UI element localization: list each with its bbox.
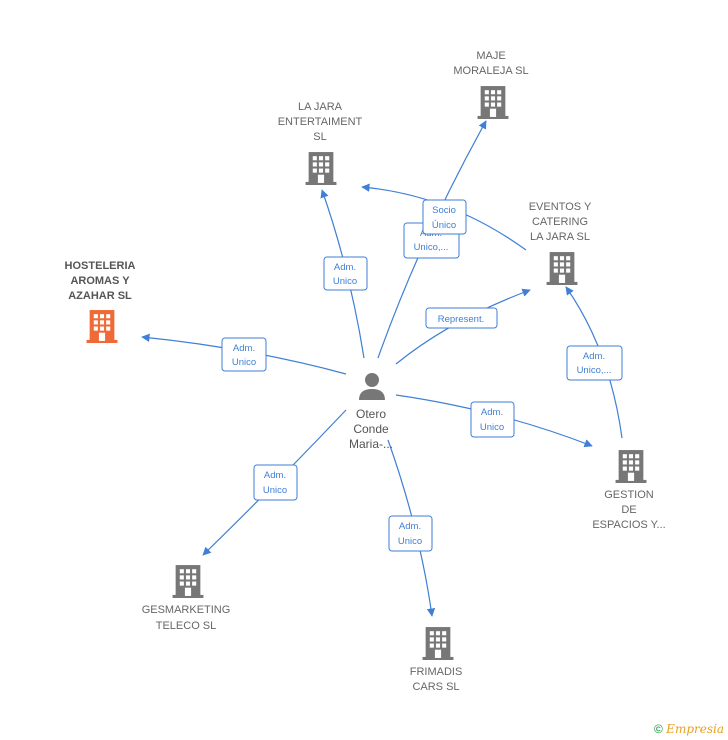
- company-name-line: SL: [313, 131, 326, 143]
- edge-label-line: Unico: [398, 536, 422, 547]
- company-node-lajara[interactable]: LA JARA ENTERTAIMENT SL: [278, 101, 363, 185]
- company-name-line: CARS SL: [412, 681, 459, 693]
- company-name-line: CATERING: [532, 216, 588, 228]
- edge-label-line: Adm.: [233, 343, 255, 354]
- edge-label-line: Adm.: [264, 470, 286, 481]
- company-name-line: ENTERTAIMENT: [278, 116, 363, 128]
- edges: [141, 120, 623, 617]
- edge-label-line: Represent.: [438, 314, 484, 325]
- copyright-icon: ©: [653, 722, 663, 736]
- brand-logo[interactable]: Empresia: [666, 722, 724, 736]
- company-name-line: FRIMADIS: [410, 666, 463, 678]
- edge-label-line: Único: [432, 220, 456, 231]
- edge-label-lajara[interactable]: Adm. Unico: [323, 256, 368, 291]
- company-node-gesmarketing[interactable]: GESMARKETING TELECO SL: [142, 565, 231, 632]
- brand-initial: E: [666, 722, 675, 736]
- company-name-line: ESPACIOS Y...: [592, 519, 665, 531]
- building-icon: [477, 86, 509, 119]
- company-node-frimadis[interactable]: FRIMADIS CARS SL: [410, 627, 463, 693]
- person-icon: [359, 373, 385, 400]
- building-icon: [546, 252, 578, 285]
- company-name-line: AROMAS Y: [70, 275, 130, 287]
- edge-label-line: Unico,...: [577, 365, 612, 376]
- building-icon: [422, 627, 454, 660]
- building-icon: [615, 450, 647, 483]
- company-name-line: HOSTELERIA: [65, 260, 136, 272]
- company-name-line: LA JARA SL: [530, 231, 590, 243]
- edge-label-line: Socio: [432, 205, 456, 216]
- company-node-hosteleria[interactable]: HOSTELERIA AROMAS Y AZAHAR SL: [65, 260, 136, 343]
- person-node[interactable]: Otero Conde Maria-...: [349, 373, 393, 451]
- edge-label-line: Adm.: [583, 351, 605, 362]
- edge-label-line: Unico: [232, 357, 256, 368]
- company-name-line: EVENTOS Y: [529, 201, 592, 213]
- company-name-line: DE: [621, 504, 636, 516]
- footer-brand: © Empresia: [654, 722, 724, 736]
- building-icon: [172, 565, 204, 598]
- brand-rest: mpresia: [674, 722, 724, 736]
- company-name-line: GESMARKETING: [142, 604, 231, 616]
- edge-label-line: Unico: [263, 485, 287, 496]
- edge-label-line: Unico,...: [414, 242, 449, 253]
- edge-label-socio[interactable]: Socio Único: [422, 199, 467, 235]
- edge-label-eventos[interactable]: Represent.: [425, 307, 498, 329]
- edge-label-gesmarketing[interactable]: Adm. Unico: [253, 464, 298, 501]
- edge-label-hosteleria[interactable]: Adm. Unico: [221, 337, 267, 372]
- edge-labels: Adm. Unico Adm. Unico Adm. Unico,... Soc…: [221, 199, 623, 552]
- person-name-line: Maria-...: [349, 437, 393, 451]
- building-icon: [305, 152, 337, 185]
- building-icon: [86, 310, 118, 343]
- edge-label-gestion-eventos[interactable]: Adm. Unico,...: [566, 345, 623, 381]
- edge-label-line: Adm.: [399, 521, 421, 532]
- edge-label-line: Unico: [480, 422, 504, 433]
- person-name-line: Conde: [353, 422, 389, 436]
- company-node-eventos[interactable]: EVENTOS Y CATERING LA JARA SL: [529, 201, 592, 285]
- company-name-line: MORALEJA SL: [453, 65, 528, 77]
- edge-label-gestion[interactable]: Adm. Unico: [470, 401, 515, 438]
- person-name-line: Otero: [356, 407, 386, 421]
- edge-label-line: Adm.: [481, 407, 503, 418]
- company-name-line: GESTION: [604, 489, 654, 501]
- edge-label-frimadis[interactable]: Adm. Unico: [388, 515, 433, 552]
- company-node-maje[interactable]: MAJE MORALEJA SL: [453, 50, 529, 119]
- edge-label-line: Adm.: [334, 262, 356, 273]
- edge-label-line: Unico: [333, 276, 357, 287]
- company-name-line: LA JARA: [298, 101, 343, 113]
- company-name-line: MAJE: [476, 50, 505, 62]
- company-name-line: TELECO SL: [156, 620, 217, 632]
- company-name-line: AZAHAR SL: [68, 290, 132, 302]
- company-node-gestion[interactable]: GESTION DE ESPACIOS Y...: [592, 450, 666, 531]
